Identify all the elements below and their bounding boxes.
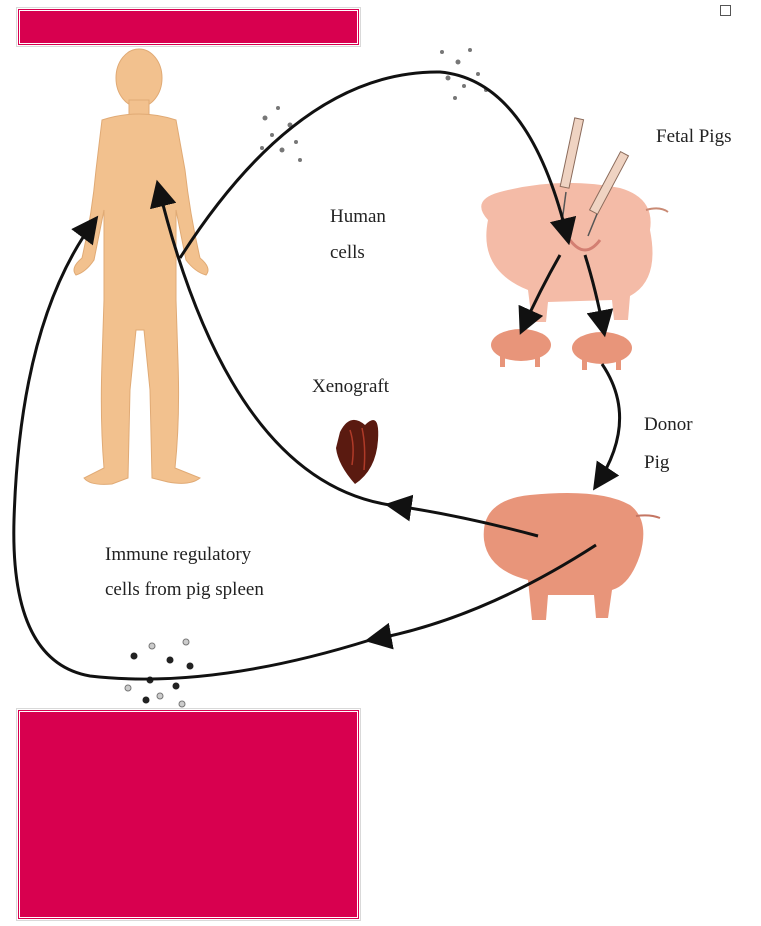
label-xenograft: Xenograft — [312, 374, 389, 399]
label-immune-line2: cells from pig spleen — [105, 577, 264, 602]
label-donor-pig-line1: Donor — [644, 412, 693, 437]
cell-cluster-icon — [125, 639, 194, 707]
human-silhouette-icon — [74, 49, 208, 484]
cell-cluster-icon — [260, 106, 302, 162]
label-human-cells-line1: Human — [330, 204, 386, 229]
arrow-fetal-to-donor — [596, 364, 620, 486]
fetal-pig-icon — [491, 329, 551, 367]
label-immune-line1: Immune regulatory — [105, 542, 251, 567]
label-fetal-pigs: Fetal Pigs — [656, 124, 731, 149]
checkbox-icon[interactable] — [720, 5, 731, 16]
donor-pig-icon — [484, 493, 660, 620]
label-donor-pig-line2: Pig — [644, 450, 669, 475]
label-human-cells-line2: cells — [330, 240, 365, 265]
pregnant-pig-icon — [481, 183, 668, 322]
heart-icon — [336, 420, 378, 484]
arrow-spleen-to-human — [14, 220, 370, 679]
redaction-bar — [17, 8, 360, 46]
redaction-box — [17, 709, 360, 920]
